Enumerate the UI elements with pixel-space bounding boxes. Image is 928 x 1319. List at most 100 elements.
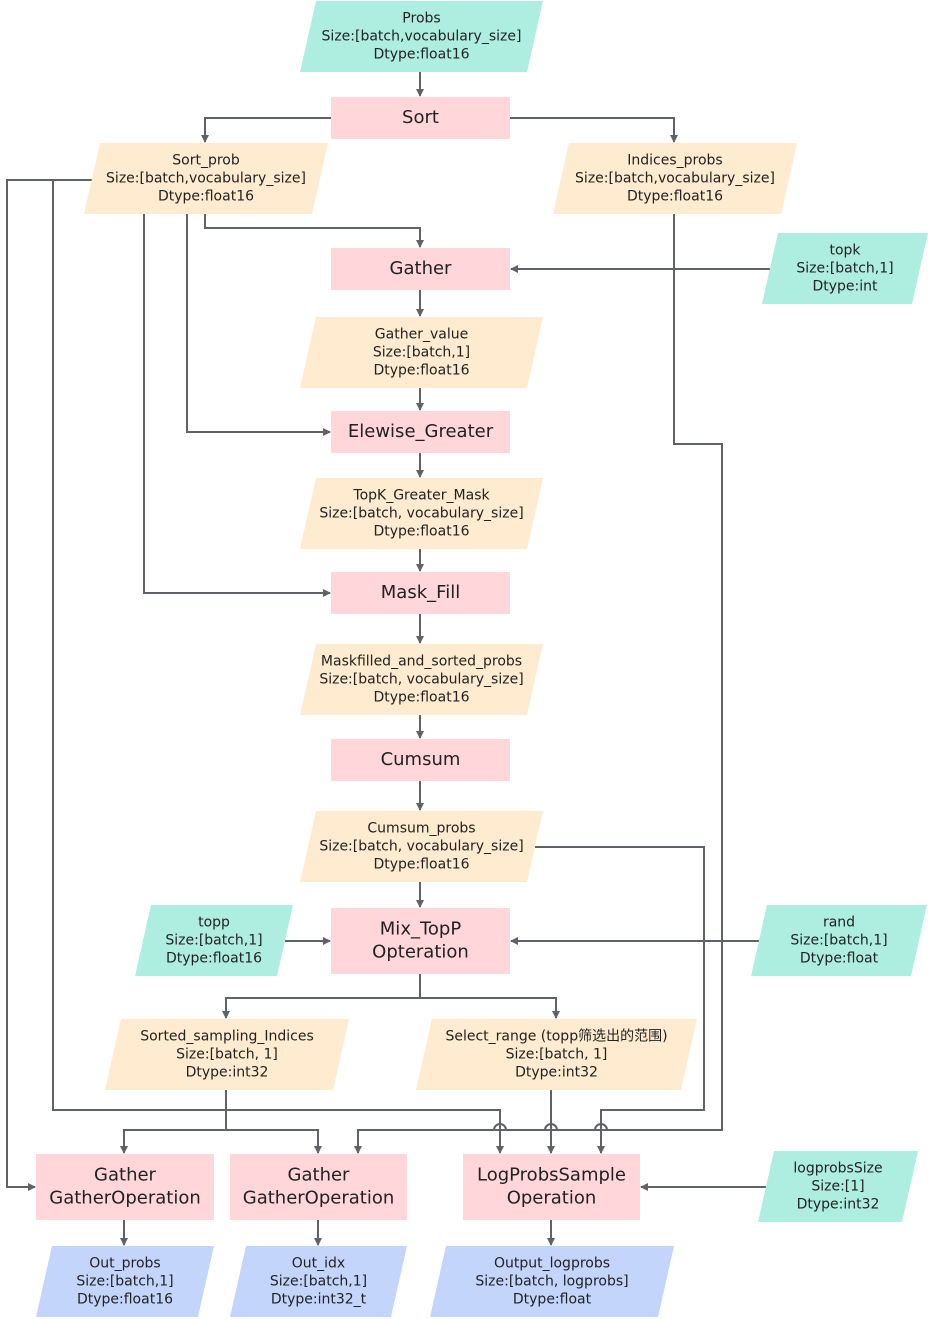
operation-box — [230, 1154, 407, 1220]
node-label-line: Indices_probs — [627, 153, 722, 169]
node-label-line: Size:[batch,1] — [373, 345, 470, 361]
node-label-line: Cumsum_probs — [367, 821, 475, 837]
node-label-line: Size:[batch,vocabulary_size] — [575, 171, 775, 187]
node-label-line: Operation — [507, 1188, 597, 1209]
node-label-line: Opteration — [372, 942, 469, 963]
node-label-line: GatherOperation — [49, 1188, 201, 1209]
node-label-line: Size:[batch,1] — [270, 1274, 367, 1290]
node-label-line: Out_idx — [292, 1256, 345, 1272]
input-parallelogram — [300, 1, 543, 72]
operation-box — [36, 1154, 214, 1220]
node-cumsum: Cumsum — [331, 739, 510, 781]
operation-box — [331, 572, 510, 614]
node-label-line: logprobsSize — [793, 1161, 882, 1177]
node-label-line: Output_logprobs — [494, 1256, 610, 1272]
intermediate-parallelogram — [416, 1019, 697, 1090]
node-label-line: Dtype:float16 — [373, 857, 469, 873]
node-label-line: Gather — [94, 1165, 157, 1186]
edge-sort-to-sort-prob — [201, 117, 331, 143]
intermediate-parallelogram — [300, 317, 543, 388]
node-label-line: Elewise_Greater — [348, 421, 494, 442]
node-label-line: Gather — [390, 258, 453, 279]
node-maskfilled: Maskfilled_and_sorted_probsSize:[batch, … — [300, 644, 543, 715]
intermediate-parallelogram — [105, 1019, 349, 1090]
node-mask-fill: Mask_Fill — [331, 572, 510, 614]
intermediate-parallelogram — [553, 143, 797, 214]
node-label-line: Dtype:int — [812, 279, 878, 295]
operation-box — [331, 248, 510, 290]
node-label-line: Sort_prob — [172, 153, 240, 169]
output-parallelogram — [230, 1246, 407, 1317]
node-label-line: Dtype:int32 — [797, 1197, 880, 1213]
node-label-line: Size:[batch,1] — [165, 933, 262, 949]
node-label-line: Dtype:float16 — [627, 189, 723, 205]
intermediate-parallelogram — [300, 644, 543, 715]
node-label-line: Probs — [402, 11, 440, 27]
edge-mix-topp-to-sorted-sampling-indices — [222, 974, 421, 1019]
node-label-line: Gather — [288, 1165, 351, 1186]
input-parallelogram — [751, 905, 927, 976]
input-parallelogram — [135, 905, 293, 976]
node-label-line: Dtype:float16 — [373, 524, 469, 540]
node-label-line: Sorted_sampling_Indices — [140, 1029, 314, 1045]
node-label-line: Dtype:float16 — [373, 363, 469, 379]
node-label-line: Dtype:int32_t — [271, 1292, 367, 1308]
node-elewise-greater: Elewise_Greater — [331, 411, 510, 453]
input-parallelogram — [758, 1151, 918, 1222]
operation-box — [331, 908, 510, 974]
node-label-line: Size:[batch,1] — [796, 261, 893, 277]
node-label-line: Size:[batch,1] — [790, 933, 887, 949]
node-sort: Sort — [331, 97, 510, 139]
node-label-line: Dtype:float — [513, 1292, 592, 1308]
intermediate-parallelogram — [300, 811, 543, 882]
edge-sorted-sampling-indices-to-gather-op1 — [120, 1090, 227, 1154]
node-label-line: topk — [829, 243, 861, 259]
node-label-line: Dtype:float16 — [166, 951, 262, 967]
output-parallelogram — [430, 1246, 674, 1317]
node-label-line: rand — [823, 915, 855, 931]
node-cumsum-probs: Cumsum_probsSize:[batch, vocabulary_size… — [300, 811, 543, 882]
node-out-probs: Out_probsSize:[batch,1] Dtype:float16 — [36, 1246, 214, 1317]
node-label-line: Dtype:float16 — [373, 47, 469, 63]
node-label-line: Size:[batch, 1] — [506, 1047, 608, 1063]
edge-sort-prob-to-mask-fill — [143, 214, 331, 597]
node-label-line: Size:[batch,vocabulary_size] — [106, 171, 306, 187]
node-label-line: Size:[batch, vocabulary_size] — [319, 506, 523, 522]
edge-sort-prob-to-elewise-greater — [186, 214, 331, 436]
operation-box — [331, 739, 510, 781]
node-label-line: LogProbsSample — [477, 1165, 626, 1186]
node-label-line: Dtype:float16 — [373, 690, 469, 706]
node-label-line: Cumsum — [381, 749, 461, 770]
node-label-line: Size:[batch, logprobs] — [475, 1274, 628, 1290]
node-label-line: Size:[batch, vocabulary_size] — [319, 839, 523, 855]
node-label-line: Dtype:int32 — [515, 1065, 598, 1081]
edge-cumsum-probs-to-logprobs-sample — [535, 846, 705, 1154]
node-label-line: Size:[batch, 1] — [176, 1047, 278, 1063]
node-label-line: Maskfilled_and_sorted_probs — [321, 654, 522, 670]
edge-mix-topp-to-select-range — [420, 997, 560, 1019]
node-label-line: Select_range (topp筛选出的范围) — [445, 1028, 667, 1045]
output-parallelogram — [36, 1246, 214, 1317]
node-label-line: Out_probs — [89, 1256, 160, 1272]
node-label-line: Dtype:float16 — [158, 189, 254, 205]
node-label-line: Size:[batch,vocabulary_size] — [322, 29, 522, 45]
node-label-line: Size:[batch,1] — [76, 1274, 173, 1290]
node-label-line: Size:[batch, vocabulary_size] — [319, 672, 523, 688]
node-label-line: Dtype:float16 — [77, 1292, 173, 1308]
node-indices-probs: Indices_probsSize:[batch,vocabulary_size… — [553, 143, 797, 214]
operation-box — [463, 1154, 640, 1220]
edge-sort-prob-to-logprobs-sample — [52, 179, 504, 1154]
node-label-line: Gather_value — [375, 327, 468, 343]
input-parallelogram — [762, 233, 928, 304]
node-gather: Gather — [331, 248, 510, 290]
